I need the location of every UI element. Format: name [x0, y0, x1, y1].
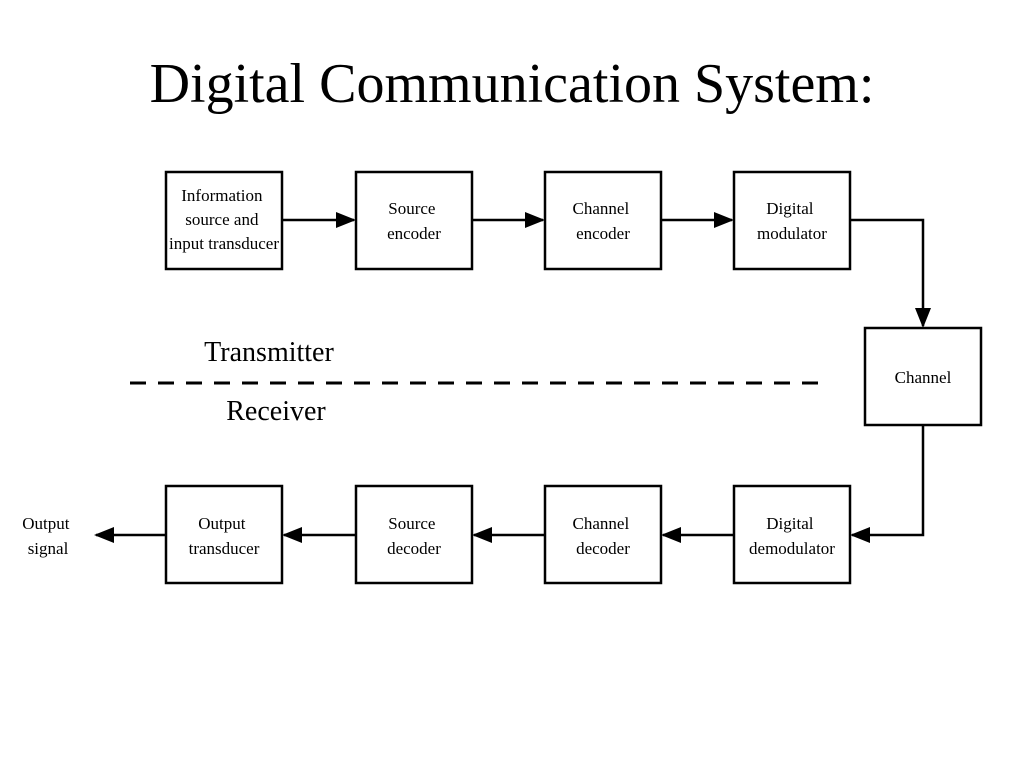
information-source-label: Information source and input transducer	[169, 186, 279, 253]
digital-demodulator-label: Digital demodulator	[749, 514, 835, 558]
arrow-modulator-to-channel	[850, 218, 931, 328]
source-decoder-block	[354, 484, 474, 585]
output-transducer-label: Output transducer	[189, 514, 260, 558]
digital-demodulator-block	[732, 484, 852, 585]
channel-decoder-block	[543, 484, 663, 585]
source-encoder-block	[354, 170, 474, 271]
channel-encoder-block	[543, 170, 663, 271]
source-decoder-label: Source decoder	[387, 514, 441, 558]
output-signal-label: Output signal	[22, 514, 73, 558]
channel-decoder-label: Channel decoder	[573, 514, 634, 558]
source-encoder-label: Source encoder	[387, 199, 441, 243]
information-source-block	[164, 170, 284, 271]
channel-block	[863, 326, 983, 427]
receiver-label: Receiver	[226, 396, 326, 427]
channel-label: Channel	[895, 368, 952, 387]
digital-modulator-label: Digital modulator	[757, 199, 827, 243]
digital-modulator-block	[732, 170, 852, 271]
page-title: Digital Communication System:	[149, 53, 875, 115]
arrow-channel-to-demodulator	[850, 425, 925, 543]
transmitter-label: Transmitter	[204, 337, 334, 368]
output-transducer-block	[164, 484, 284, 585]
channel-encoder-label: Channel encoder	[573, 199, 634, 243]
